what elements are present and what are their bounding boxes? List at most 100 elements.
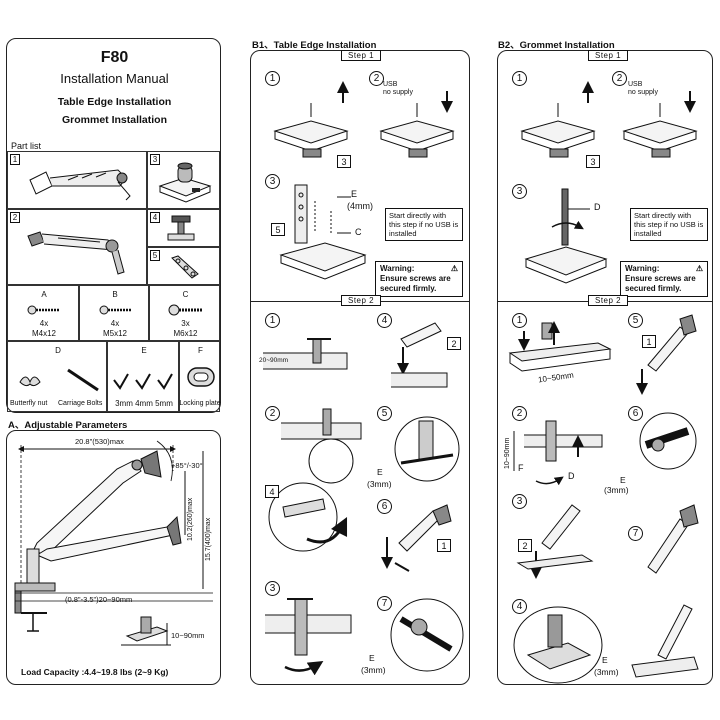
step-number: 4 — [377, 313, 392, 328]
b1-clamp-mount-drawing — [279, 184, 367, 280]
b2-step1-tag: Step 1 — [588, 50, 629, 61]
b2-d2-label: D — [568, 471, 575, 481]
model-title: F80 — [100, 49, 129, 66]
step-number: 2 — [512, 406, 527, 421]
b1-step2-tag: Step 2 — [341, 295, 382, 306]
b1-warning: Warning: ⚠ Ensure screws are secured fir… — [375, 261, 463, 297]
clamp-part-drawing — [167, 215, 195, 241]
step-number: 4 — [512, 599, 527, 614]
part-number: 2 — [10, 212, 20, 223]
step-number: 7 — [628, 526, 643, 541]
screw-letter: B — [112, 290, 118, 299]
allen-keys-icon — [113, 373, 173, 390]
b1-tag-5: 5 — [271, 223, 285, 236]
screw-icon — [99, 305, 132, 315]
locking-plate-icon — [187, 367, 215, 387]
screw-icon — [27, 305, 60, 315]
b1-e-size: (4mm) — [347, 201, 373, 211]
allen-key-sizes: 3mm 4mm 5mm — [115, 399, 173, 408]
warning-icon: ⚠ — [695, 264, 703, 273]
b2-step2-lower-drawing — [516, 504, 699, 579]
manual-title: Installation Manual — [60, 71, 169, 86]
step-number: 5 — [377, 406, 392, 421]
b1-thickness-label: 20~90mm — [259, 357, 289, 364]
screw-c-cell: C 3x M6x12 — [149, 285, 220, 341]
step-number: 2 — [612, 71, 627, 86]
b1-step2-arm-drawing — [381, 504, 452, 572]
step-number: 5 — [628, 313, 643, 328]
step-number: 1 — [265, 313, 280, 328]
grommet-range-label: 10~90mm — [171, 631, 205, 640]
b2-usb-label: USB no supply — [628, 81, 658, 96]
part-list-heading: Part list — [11, 141, 42, 151]
screw-qty: 4x — [110, 319, 120, 328]
warning-title: Warning: — [625, 264, 660, 273]
warning-title: Warning: — [380, 264, 415, 273]
extra-e-cell: E 3mm 4mm 5mm — [107, 341, 179, 412]
step-number: 3 — [265, 581, 280, 596]
height1-label: 10.2(260)max — [187, 497, 194, 541]
b1-step2-top-drawing — [263, 322, 448, 388]
b2-tag-3: 3 — [586, 155, 600, 168]
warning-icon: ⚠ — [450, 264, 458, 273]
screw-qty: 3x — [181, 319, 190, 328]
butterfly-nut-icon — [19, 368, 99, 392]
b1-step2-bottom-drawing — [265, 598, 464, 676]
carriage-bolts-label: Carriage Bolts — [58, 400, 103, 407]
step-number: 3 — [512, 184, 527, 199]
screw-qty: 4x — [39, 319, 49, 328]
b1-e3-size: (3mm) — [367, 479, 392, 489]
screw-a-cell: A 4x M4x12 — [7, 285, 79, 341]
extra-d-cell: D Butterfly nut Carriage Bolts — [7, 341, 107, 412]
b2-range-label: 10~90mm — [504, 437, 511, 469]
b2-e-label: E — [620, 475, 626, 485]
part-1-cell: 1 — [7, 151, 147, 209]
locking-plate-label: Locking plate — [179, 400, 221, 407]
b2-rod-mount-drawing — [524, 188, 608, 284]
part-2-cell: 2 — [7, 209, 147, 285]
arm-upper-drawing — [29, 169, 131, 201]
b1-base-removal-drawing — [273, 81, 455, 158]
b2-d-label: D — [594, 202, 601, 212]
adjust-panel: 20.8"(530)max +85°/-30° 10.2(260)max 15.… — [6, 430, 221, 685]
height2-label: 15.7(400)max — [205, 517, 212, 561]
b2-e-label-2: E — [602, 655, 608, 665]
b1-tag-2: 2 — [447, 337, 461, 350]
reach-label: 20.8"(530)max — [75, 437, 124, 446]
part-number: 3 — [150, 154, 160, 165]
adjust-heading: A、Adjustable Parameters — [8, 420, 128, 431]
b2-step2-tag: Step 2 — [588, 295, 629, 306]
screw-size: M6x12 — [173, 329, 198, 338]
b2-step2-bottom-drawing — [513, 604, 699, 684]
arm-lower-drawing — [27, 231, 125, 275]
part-5-cell: 5 — [147, 247, 220, 285]
b2-e-size-2: (3mm) — [594, 667, 619, 677]
b1-c-label: C — [355, 227, 362, 237]
screw-size: M5x12 — [102, 329, 127, 338]
step-number: 6 — [628, 406, 643, 421]
b1-e3b-size: (3mm) — [361, 665, 386, 675]
part-number: 4 — [150, 212, 160, 223]
b2-e-size: (3mm) — [604, 485, 629, 495]
b1-heading: B1、Table Edge Installation — [252, 40, 377, 51]
screw-icon — [168, 304, 202, 316]
b1-usb-label: USB no supply — [383, 81, 413, 96]
b2-step2-mid-drawing — [513, 412, 697, 486]
b1-tag-1: 1 — [437, 539, 451, 552]
screw-size: M4x12 — [31, 329, 56, 338]
base-plate-drawing — [158, 162, 212, 203]
b1-step1-tag: Step 1 — [341, 50, 382, 61]
b2-step2-top-drawing — [508, 314, 697, 395]
step-number: 2 — [369, 71, 384, 86]
step-number: 1 — [512, 71, 527, 86]
b2-tag-1: 1 — [642, 335, 656, 348]
b1-step2-mid-drawing — [268, 408, 460, 552]
b1-e3b-label: E — [369, 653, 375, 663]
tilt-label: +85°/-30° — [171, 461, 203, 470]
extra-letter: F — [198, 346, 203, 355]
b1-start-note: Start directly with this step if no USB … — [385, 208, 463, 241]
screw-b-cell: B 4x M5x12 — [79, 285, 149, 341]
table-edge-title: Table Edge Installation — [57, 96, 172, 108]
step-number: 1 — [512, 313, 527, 328]
b2-tag-2: 2 — [518, 539, 532, 552]
